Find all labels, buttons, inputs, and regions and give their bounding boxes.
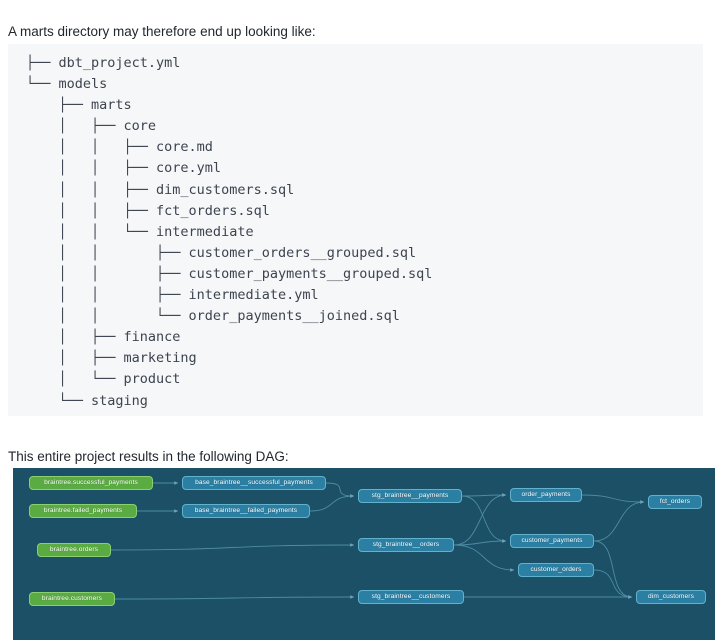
dag-node-label: customer_orders — [530, 565, 582, 573]
dag-node-stg_braintree_customers[interactable]: stg_braintree__customers — [358, 590, 464, 604]
dag-node-fct_orders[interactable]: fct_orders — [648, 495, 702, 509]
dag-node-label: base_braintree__successful_payments — [195, 478, 313, 486]
dag-node-label: customer_payments — [521, 536, 583, 544]
dag-node-label: braintree.orders — [49, 545, 99, 553]
dag-node-stg_braintree_orders[interactable]: stg_braintree__orders — [358, 538, 454, 552]
dag-node-order_payments[interactable]: order_payments — [510, 488, 582, 502]
dag-edge-stg_braintree_orders-to-customer_payments — [453, 539, 507, 546]
dag-node-label: braintree.successful_payments — [44, 478, 138, 486]
dag-diagram[interactable]: braintree.successful_payments braintree.f… — [13, 468, 715, 640]
dag-node-braintree_successful_payments[interactable]: braintree.successful_payments — [29, 476, 153, 490]
directory-tree-text: ├── dbt_project.yml └── models ├── marts… — [26, 55, 433, 409]
dag-edge-stg_braintree_orders-to-order_payments — [453, 493, 507, 546]
directory-tree-code-block: ├── dbt_project.yml └── models ├── marts… — [8, 44, 703, 416]
dag-edge-customer_payments-to-fct_orders — [593, 500, 645, 542]
dag-node-label: order_payments — [521, 490, 571, 498]
dag-node-label: base_braintree__failed_payments — [194, 506, 298, 514]
dag-node-base_braintree_failed_payments[interactable]: base_braintree__failed_payments — [182, 504, 310, 518]
dag-edge-base_braintree_successful_payments-to-stg_braintree_payments — [325, 482, 355, 498]
dag-node-label: braintree.customers — [41, 594, 103, 602]
dag-edge-customer_orders-to-dim_customers — [593, 569, 633, 599]
dag-node-stg_braintree_payments[interactable]: stg_braintree__payments — [358, 489, 462, 503]
dag-node-label: stg_braintree__payments — [371, 491, 449, 499]
dag-edge-stg_braintree_orders-to-customer_orders — [453, 544, 515, 572]
dag-node-braintree_failed_payments[interactable]: braintree.failed_payments — [29, 504, 137, 518]
dag-node-braintree_customers[interactable]: braintree.customers — [29, 592, 115, 606]
dag-edge-base_braintree_failed_payments-to-stg_braintree_payments — [309, 494, 355, 512]
dag-node-label: braintree.failed_payments — [43, 506, 123, 514]
dag-node-label: stg_braintree__orders — [372, 540, 440, 548]
dag-edge-braintree_customers-to-stg_braintree_customers — [114, 595, 355, 600]
dag-edge-stg_braintree_payments-to-order_payments — [461, 493, 507, 497]
dag-node-customer_orders[interactable]: customer_orders — [518, 563, 594, 577]
dag-node-base_braintree_successful_payments[interactable]: base_braintree__successful_payments — [182, 476, 326, 490]
dag-node-dim_customers[interactable]: dim_customers — [636, 590, 706, 604]
dag-node-customer_payments[interactable]: customer_payments — [510, 534, 594, 548]
dag-edge-customer_payments-to-dim_customers — [593, 540, 633, 599]
intro-paragraph: A marts directory may therefore end up l… — [8, 23, 316, 39]
dag-node-label: fct_orders — [659, 497, 691, 505]
dag-edge-stg_braintree_payments-to-customer_payments — [461, 495, 507, 543]
dag-caption-paragraph: This entire project results in the follo… — [8, 448, 289, 464]
dag-edge-braintree_orders-to-stg_braintree_orders — [110, 543, 355, 551]
dag-node-label: stg_braintree__customers — [371, 592, 451, 600]
dag-edge-order_payments-to-fct_orders — [581, 494, 645, 504]
dag-node-braintree_orders[interactable]: braintree.orders — [37, 543, 111, 557]
dag-node-label: dim_customers — [647, 592, 694, 600]
dag-edges-layer — [110, 481, 645, 600]
